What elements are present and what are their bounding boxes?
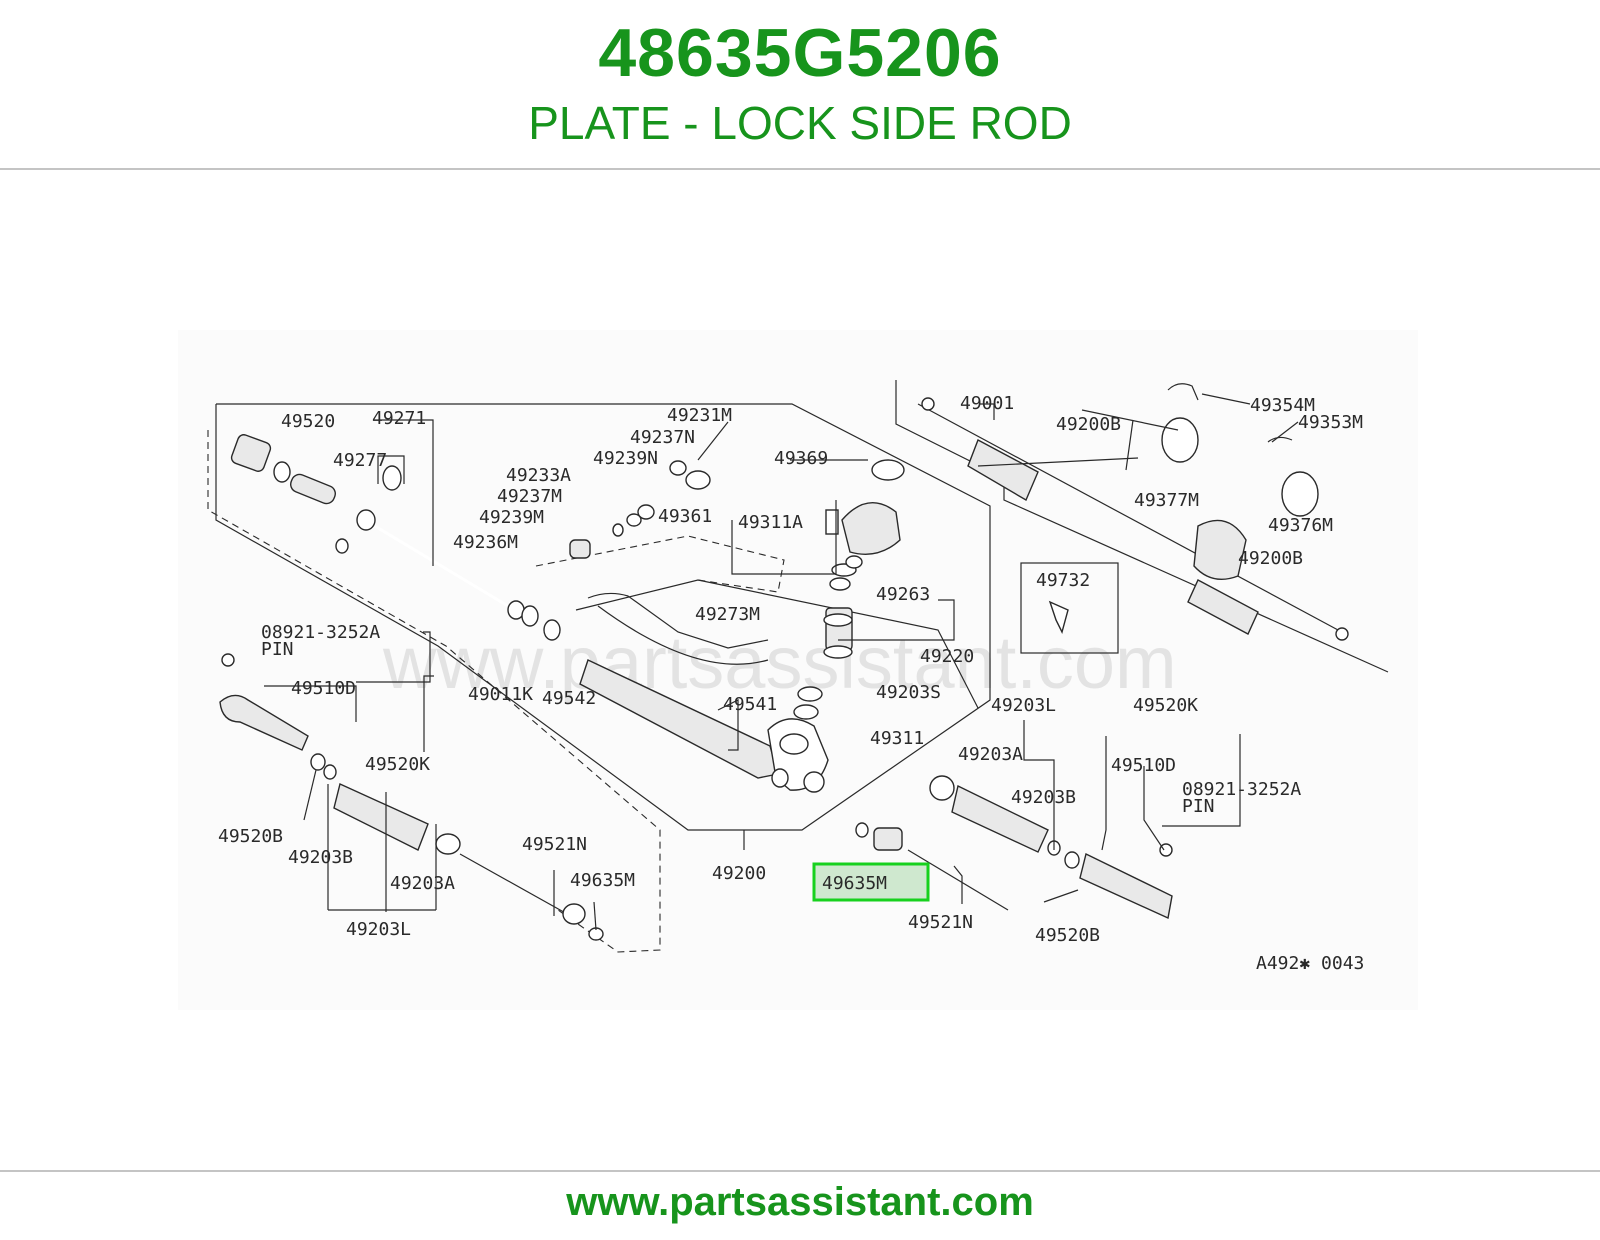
part-labels: 49520 49271 49277 49231M 49237N 49239N 4… [218, 393, 1364, 974]
label-49361: 49361 [658, 506, 712, 527]
tie-rod-left [219, 653, 604, 941]
label-49233A: 49233A [506, 465, 571, 486]
label-49001: 49001 [960, 393, 1014, 414]
label-pin-left: PIN [261, 639, 294, 660]
footer-website-link[interactable]: www.partsassistant.com [566, 1180, 1034, 1224]
label-49541: 49541 [723, 694, 777, 715]
page-header: 48635G5206 PLATE - LOCK SIDE ROD [0, 0, 1600, 168]
label-49377M: 49377M [1134, 490, 1199, 511]
valve-outline [535, 535, 785, 593]
label-49520K-left: 49520K [365, 754, 430, 775]
label-49520B-left: 49520B [218, 826, 283, 847]
label-49542: 49542 [542, 688, 596, 709]
label-49311: 49311 [870, 728, 924, 749]
label-49376M: 49376M [1268, 515, 1333, 536]
tie-rod-right [855, 775, 1173, 920]
label-49263: 49263 [876, 584, 930, 605]
sub-outline-left [207, 430, 661, 953]
label-08921-3252A-right: 08921-3252A [1182, 779, 1301, 800]
label-49200: 49200 [712, 863, 766, 884]
label-49203A-right: 49203A [958, 744, 1023, 765]
assembly-outline [215, 403, 991, 831]
part-number-title: 48635G5206 [598, 15, 1002, 91]
label-49239M: 49239M [479, 507, 544, 528]
label-49369: 49369 [774, 448, 828, 469]
label-49521N-left: 49521N [522, 834, 587, 855]
header-divider [0, 168, 1600, 170]
leader-lines [264, 393, 1299, 931]
label-49277: 49277 [333, 450, 387, 471]
label-49635M-left: 49635M [570, 870, 635, 891]
label-49203L-left: 49203L [346, 919, 411, 940]
label-08921-3252A-left: 08921-3252A [261, 622, 380, 643]
label-49203A-left: 49203A [390, 873, 455, 894]
diagram-watermark: www.partsassistant.com [382, 621, 1177, 704]
label-49011K: 49011K [468, 684, 533, 705]
highlighted-part-box[interactable] [812, 862, 930, 902]
part-name-subtitle: PLATE - LOCK SIDE ROD [528, 97, 1072, 149]
label-49237M: 49237M [497, 486, 562, 507]
rack-assembly-inset [917, 383, 1349, 641]
label-49203B-right: 49203B [1011, 787, 1076, 808]
label-49203L-right: 49203L [991, 695, 1056, 716]
label-49239N: 49239N [593, 448, 658, 469]
label-49203S: 49203S [876, 682, 941, 703]
label-49311A: 49311A [738, 512, 803, 533]
label-49510D-left: 49510D [291, 678, 356, 699]
label-49520B-right: 49520B [1035, 925, 1100, 946]
parts-diagram-drawing: www.partsassistant.com [207, 380, 1389, 974]
label-49203B-left: 49203B [288, 847, 353, 868]
label-49200B-top: 49200B [1056, 414, 1121, 435]
label-49520: 49520 [281, 411, 335, 432]
label-pin-right: PIN [1182, 796, 1215, 817]
label-49520K-right: 49520K [1133, 695, 1198, 716]
label-49220: 49220 [920, 646, 974, 667]
label-49521N-right: 49521N [908, 912, 973, 933]
label-49271: 49271 [372, 408, 426, 429]
parts-diagram: www.partsassistant.com [178, 330, 1418, 1010]
label-49732: 49732 [1036, 570, 1090, 591]
label-49354M: 49354M [1250, 395, 1315, 416]
label-49510D-right: 49510D [1111, 755, 1176, 776]
label-49231M: 49231M [667, 405, 732, 426]
label-49236M: 49236M [453, 532, 518, 553]
pipe-outline [575, 579, 979, 709]
steering-rack-body [569, 459, 905, 793]
bracket-box [1020, 562, 1119, 654]
footer-divider [0, 1170, 1600, 1172]
label-49273M: 49273M [695, 604, 760, 625]
label-49353M: 49353M [1298, 412, 1363, 433]
diagram-code: A492✱ 0043 [1256, 953, 1364, 974]
label-49237N: 49237N [630, 427, 695, 448]
label-49635M-highlighted[interactable]: 49635M [822, 873, 887, 894]
label-49200B-bottom: 49200B [1238, 548, 1303, 569]
